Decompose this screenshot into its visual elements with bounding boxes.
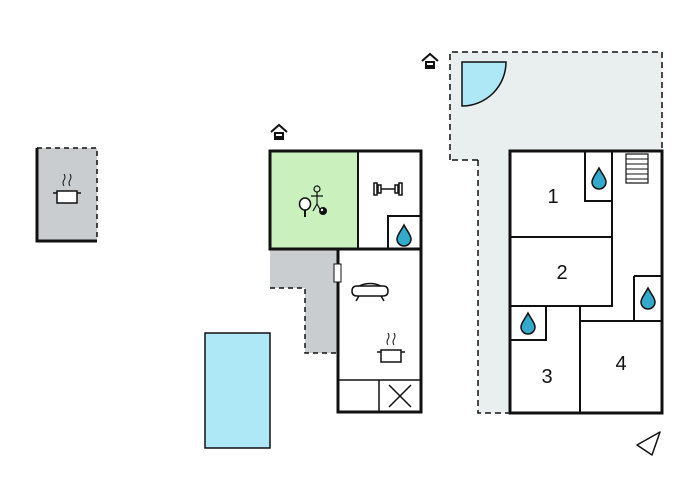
pool — [204, 332, 271, 449]
room-label-2: 2 — [556, 262, 567, 284]
house-entrance-icon — [421, 52, 439, 69]
room-label-4: 4 — [615, 353, 626, 375]
table-tennis-football-icon — [298, 185, 327, 217]
games-room — [270, 151, 358, 249]
middle-building — [268, 123, 423, 414]
cooking-pot-icon — [53, 173, 81, 204]
water-drop-icon — [520, 311, 536, 335]
right-building: 1 2 3 4 — [421, 51, 664, 415]
dumbbell-icon — [373, 182, 403, 196]
north-arrow-icon — [636, 431, 661, 456]
cooking-pot-icon — [377, 332, 405, 363]
room-label-1: 1 — [547, 186, 558, 208]
stove-x-icon — [388, 384, 412, 408]
room-label-3: 3 — [541, 366, 552, 388]
water-drop-icon — [640, 286, 656, 310]
water-drop-icon — [591, 166, 607, 190]
outdoor-kitchen — [35, 147, 98, 243]
water-drop-icon — [396, 223, 412, 247]
house-entrance-icon — [270, 123, 288, 140]
sofa-icon — [351, 282, 389, 302]
stairs-icon — [625, 153, 649, 184]
